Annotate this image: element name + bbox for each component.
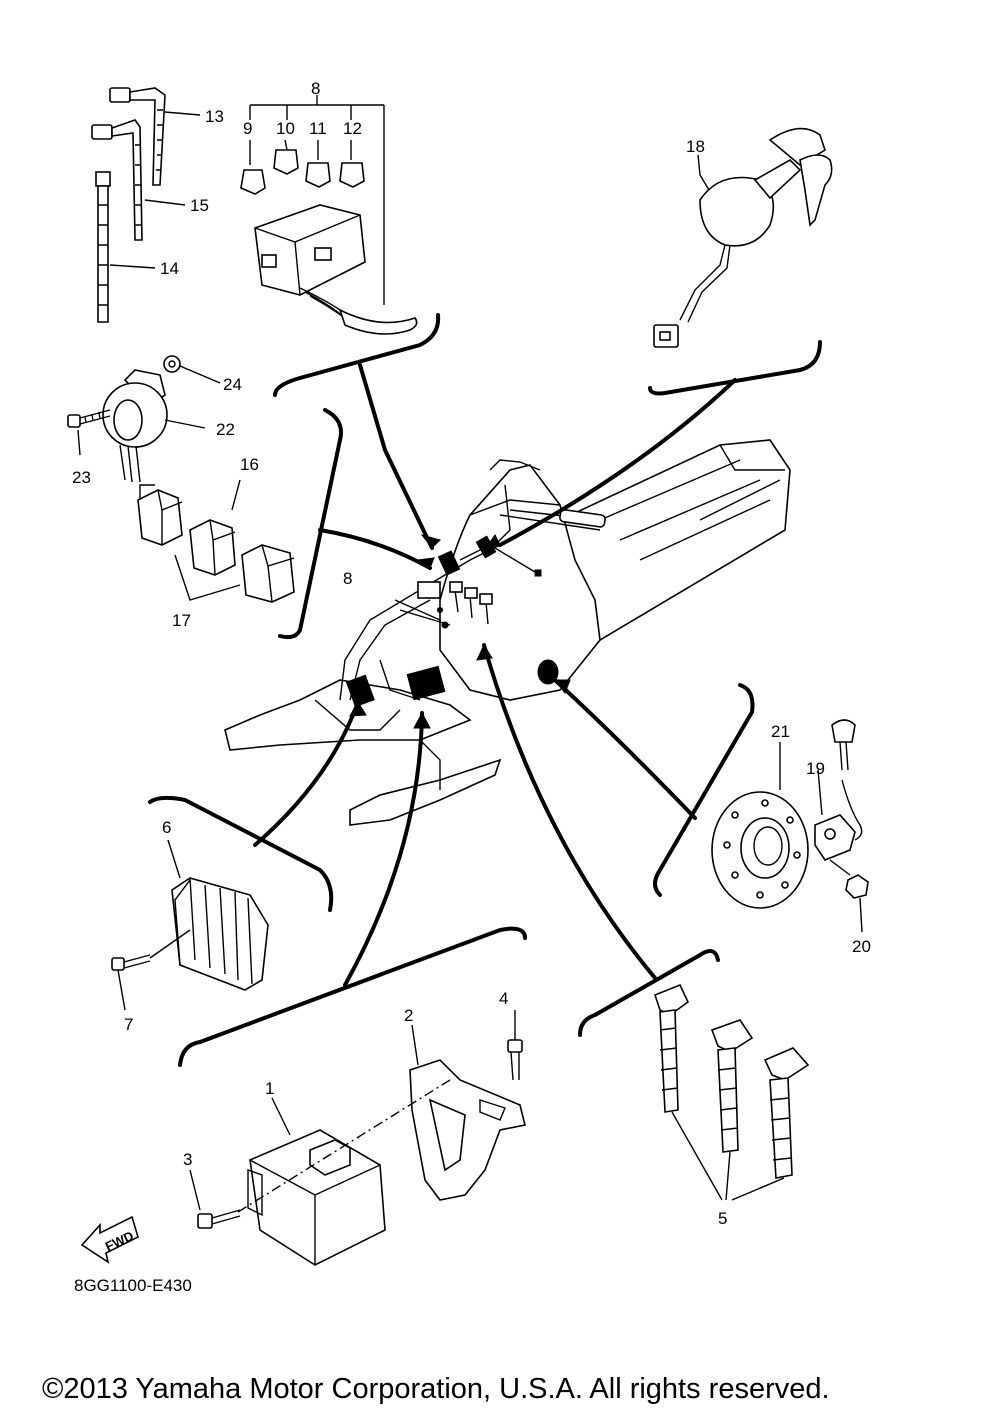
callout-4: 4 [499, 989, 508, 1008]
callout-3: 3 [183, 1150, 192, 1169]
snowmobile-chassis [224, 439, 791, 826]
callout-1: 1 [265, 1079, 274, 1098]
callout-24: 24 [223, 375, 242, 394]
rectifier-group [111, 839, 269, 1011]
callout-16: 16 [240, 455, 259, 474]
callout-labels: 8 9 10 11 12 13 15 14 18 24 22 23 16 17 … [72, 79, 871, 1228]
callout-8-center: 8 [343, 569, 352, 588]
callout-10: 10 [276, 119, 295, 138]
callout-23: 23 [72, 468, 91, 487]
main-switch-group [653, 127, 833, 348]
callout-18: 18 [686, 137, 705, 156]
buzzer-relay-group [67, 355, 295, 603]
callout-2: 2 [404, 1006, 413, 1025]
callout-20: 20 [852, 937, 871, 956]
group-brackets [148, 313, 822, 1067]
fuse-box-group [240, 95, 418, 335]
callout-6: 6 [162, 818, 171, 837]
callout-19: 19 [806, 759, 825, 778]
callout-5: 5 [718, 1209, 727, 1228]
callout-22: 22 [216, 420, 235, 439]
copyright-notice: ©2013 Yamaha Motor Corporation, U.S.A. A… [42, 1373, 830, 1405]
drawing-code: 8GG1100-E430 [74, 1276, 192, 1295]
callout-8-top: 8 [311, 79, 320, 98]
callout-11: 11 [309, 119, 327, 138]
cable-ties-group [91, 87, 201, 323]
sensor-group [711, 719, 869, 933]
callout-14: 14 [160, 259, 179, 278]
callout-21: 21 [771, 722, 790, 741]
callout-13: 13 [205, 107, 224, 126]
ignition-coils-group [654, 983, 810, 1201]
callout-9: 9 [243, 119, 252, 138]
fwd-arrow-icon: FWD [80, 1215, 139, 1264]
cdi-group [189, 1010, 526, 1266]
callout-7: 7 [124, 1015, 133, 1034]
callout-17: 17 [172, 611, 191, 630]
callout-15: 15 [190, 196, 209, 215]
callout-12: 12 [343, 119, 362, 138]
